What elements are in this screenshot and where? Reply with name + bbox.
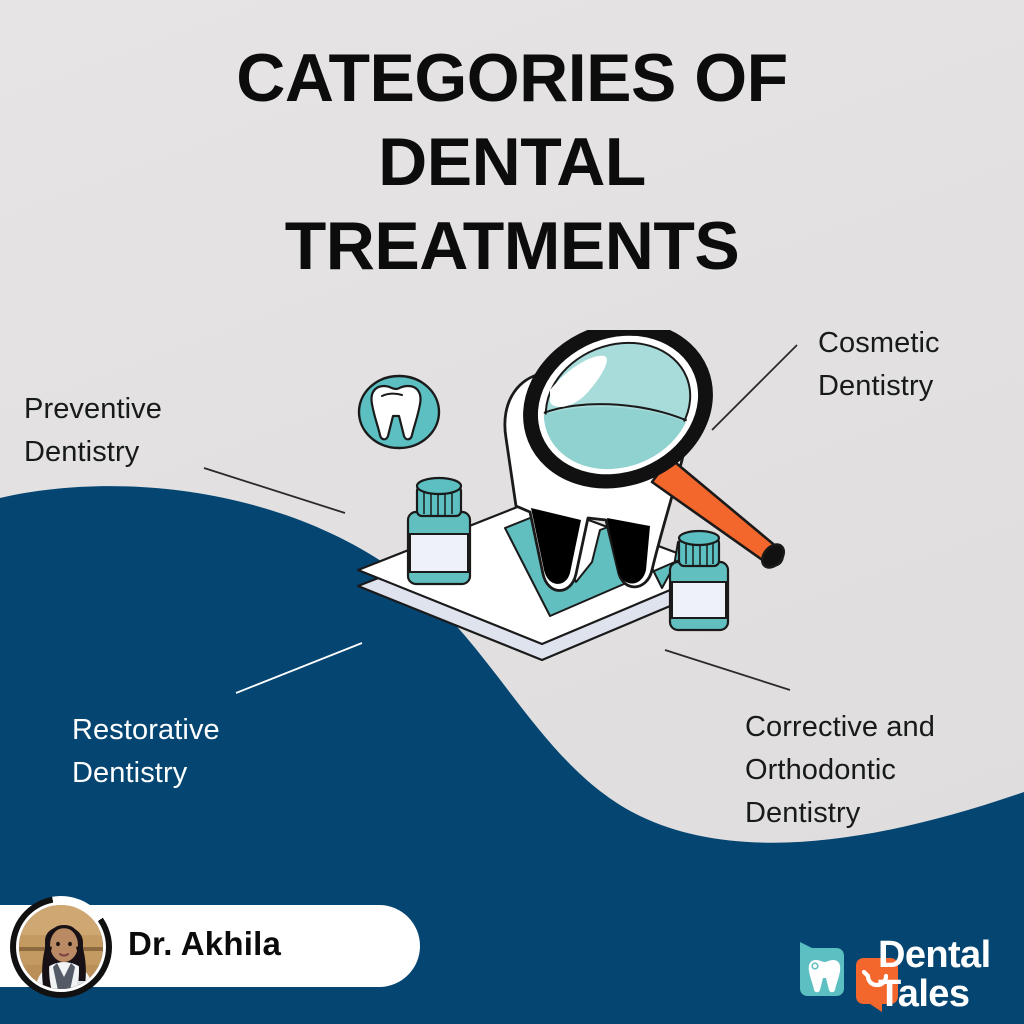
title-line-1: CATEGORIES OF <box>236 40 788 116</box>
connector-preventive <box>203 467 346 514</box>
connector-cosmetic <box>711 344 798 431</box>
page-title: CATEGORIES OF DENTAL TREATMENTS <box>0 36 1024 288</box>
avatar-photo <box>16 902 106 992</box>
callout-corrective-line-2: Orthodontic <box>745 754 897 786</box>
tooth-bubble-icon <box>800 942 844 996</box>
callout-label-preventive: Preventive Dentistry <box>24 388 162 474</box>
callout-cosmetic-line-1: Cosmetic <box>818 327 940 359</box>
callout-label-restorative: Restorative Dentistry <box>72 709 220 795</box>
dental-treatment-illustration <box>356 330 786 662</box>
callout-label-corrective: Corrective and Orthodontic Dentistry <box>745 706 935 835</box>
callout-preventive-line-2: Dentistry <box>24 436 140 468</box>
callout-cosmetic-line-2: Dentistry <box>818 370 934 402</box>
medicine-bottle-right-icon <box>668 529 730 632</box>
medicine-bottle-left-icon <box>406 476 472 586</box>
callout-restorative-line-2: Dentistry <box>72 757 188 789</box>
magnifying-glass-icon <box>523 330 786 569</box>
avatar <box>10 896 112 998</box>
brand-logo-icons <box>800 942 898 1012</box>
smile-bubble-icon <box>856 958 898 1012</box>
callout-restorative-line-1: Restorative <box>72 714 220 746</box>
connector-restorative <box>235 642 363 694</box>
tooth-badge-icon <box>357 374 441 450</box>
title-line-2: DENTAL <box>378 124 646 200</box>
callout-corrective-line-3: Dentistry <box>745 797 861 829</box>
callout-label-cosmetic: Cosmetic Dentistry <box>818 322 940 408</box>
title-line-3: TREATMENTS <box>284 208 740 284</box>
callout-preventive-line-1: Preventive <box>24 393 163 425</box>
brand-logo-text: Dental Tales <box>878 936 991 1014</box>
doctor-name: Dr. Akhila <box>128 925 281 962</box>
callout-corrective-line-1: Corrective and <box>745 711 935 743</box>
brand-logo-line-2: Tales <box>878 973 970 1015</box>
connector-corrective <box>664 649 791 691</box>
brand-logo-line-1: Dental <box>878 934 991 976</box>
